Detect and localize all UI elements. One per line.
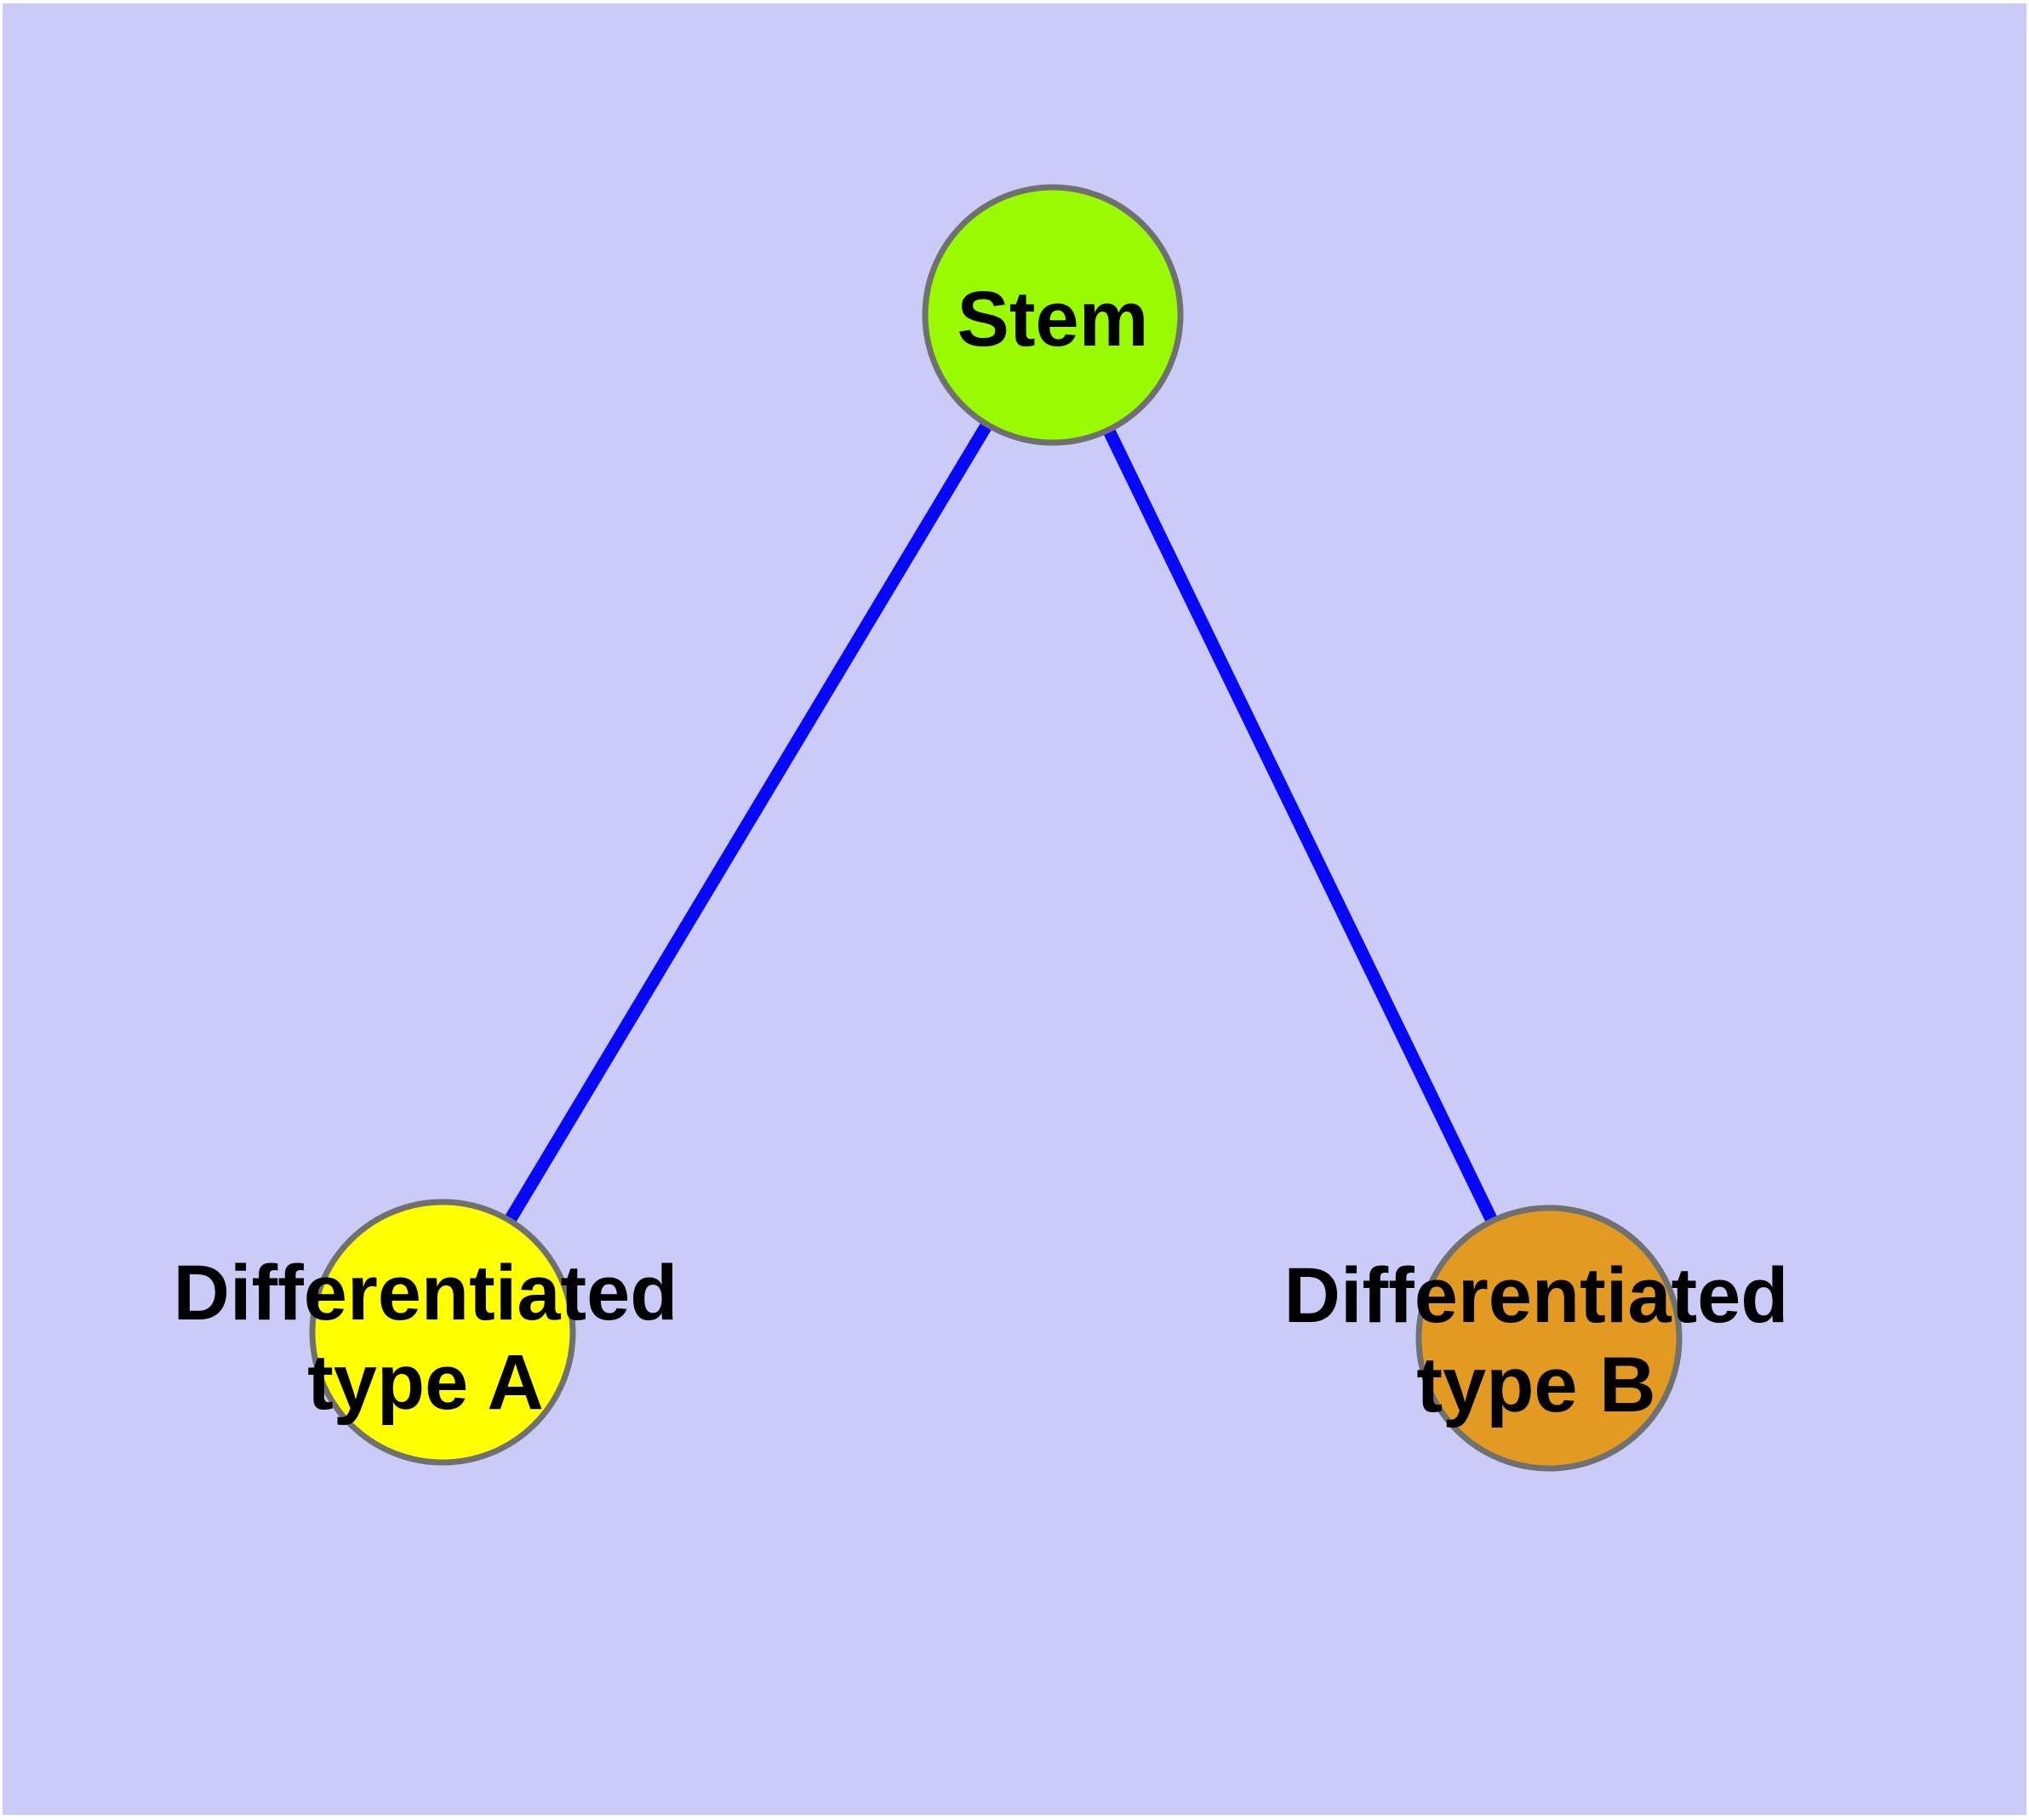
edge-stem-to-type-b — [1047, 312, 1555, 1342]
node-stem — [922, 184, 1184, 446]
node-stem-label: Stem — [957, 276, 1149, 363]
node-type-a-label-line1: Differentiated — [174, 1250, 678, 1336]
node-differentiated-type-b — [1415, 1205, 1683, 1472]
edge-stem-to-type-a — [437, 312, 1059, 1336]
node-type-b-label-line1: Differentiated — [1284, 1252, 1789, 1339]
node-type-b-label-line2: type B — [1416, 1342, 1655, 1428]
node-type-a-label-line2: type A — [307, 1339, 544, 1426]
node-differentiated-type-a — [309, 1199, 576, 1466]
